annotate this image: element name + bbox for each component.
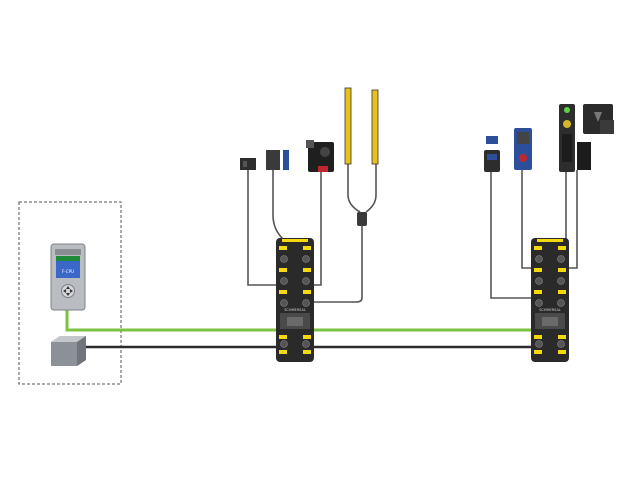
control-cabinet-frame (18, 201, 122, 385)
module-brand-label: SCHMERSAL (284, 308, 306, 312)
power-supply-unit (51, 336, 86, 366)
controller-screen-label: F-CPU (62, 269, 74, 274)
rfid-safety-sensor-icon (484, 136, 500, 172)
dpad-icon (61, 284, 75, 298)
enabling-switch-icon (559, 104, 575, 172)
ethernet-cable (65, 310, 543, 332)
safety-light-curtain-icon (344, 87, 379, 226)
emergency-stop-icon (514, 128, 532, 170)
magnetic-safety-sensor-icon (266, 150, 289, 170)
io-module-right: SCHMERSAL (531, 238, 569, 362)
guard-locking-interlock-icon (306, 140, 334, 172)
magnetic-safety-sensor-icon (240, 158, 256, 170)
solenoid-interlock-icon (577, 104, 614, 170)
io-module-left: SCHMERSAL (276, 238, 314, 362)
safety-controller: F-CPU (50, 243, 86, 311)
module-brand-label: SCHMERSAL (539, 308, 561, 312)
controller-screen (56, 256, 80, 278)
